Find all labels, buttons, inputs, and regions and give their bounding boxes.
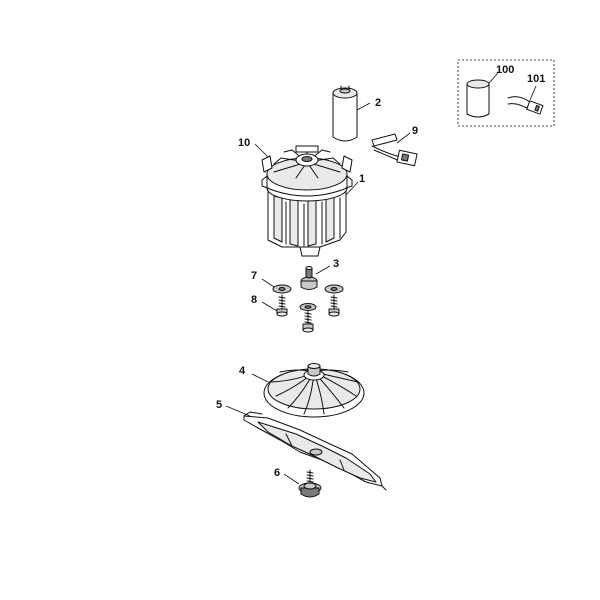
part-8-screw-right[interactable] <box>328 294 340 317</box>
part-7-washer-right[interactable] <box>324 284 344 294</box>
part-2-capacitor[interactable] <box>332 85 358 142</box>
label-part-101: 101 <box>527 73 545 85</box>
label-part-4: 4 <box>239 365 246 377</box>
part-3-nut[interactable] <box>300 266 318 290</box>
label-part-8: 8 <box>251 294 257 306</box>
label-part-10: 10 <box>238 137 250 149</box>
label-part-7: 7 <box>251 270 257 282</box>
part-100-capacitor[interactable] <box>466 79 490 118</box>
part-8-screw-left[interactable] <box>276 294 288 317</box>
part-1-motor-stator[interactable] <box>261 145 353 257</box>
optional-kit-box <box>457 59 555 127</box>
label-part-6: 6 <box>274 467 280 479</box>
label-part-100: 100 <box>496 64 514 76</box>
label-part-9: 9 <box>412 125 418 137</box>
part-9-connector[interactable] <box>371 133 418 167</box>
part-4-fan[interactable] <box>263 363 365 418</box>
label-part-3: 3 <box>333 258 339 270</box>
part-101-connector[interactable] <box>507 96 544 115</box>
part-8-screw-bottom[interactable] <box>299 303 317 333</box>
part-7-washer-left[interactable] <box>272 284 292 294</box>
label-part-5: 5 <box>216 399 222 411</box>
label-part-1: 1 <box>359 173 365 185</box>
part-6-bolt[interactable] <box>298 469 322 498</box>
label-part-2: 2 <box>375 97 381 109</box>
part-5-blade[interactable] <box>243 411 387 491</box>
